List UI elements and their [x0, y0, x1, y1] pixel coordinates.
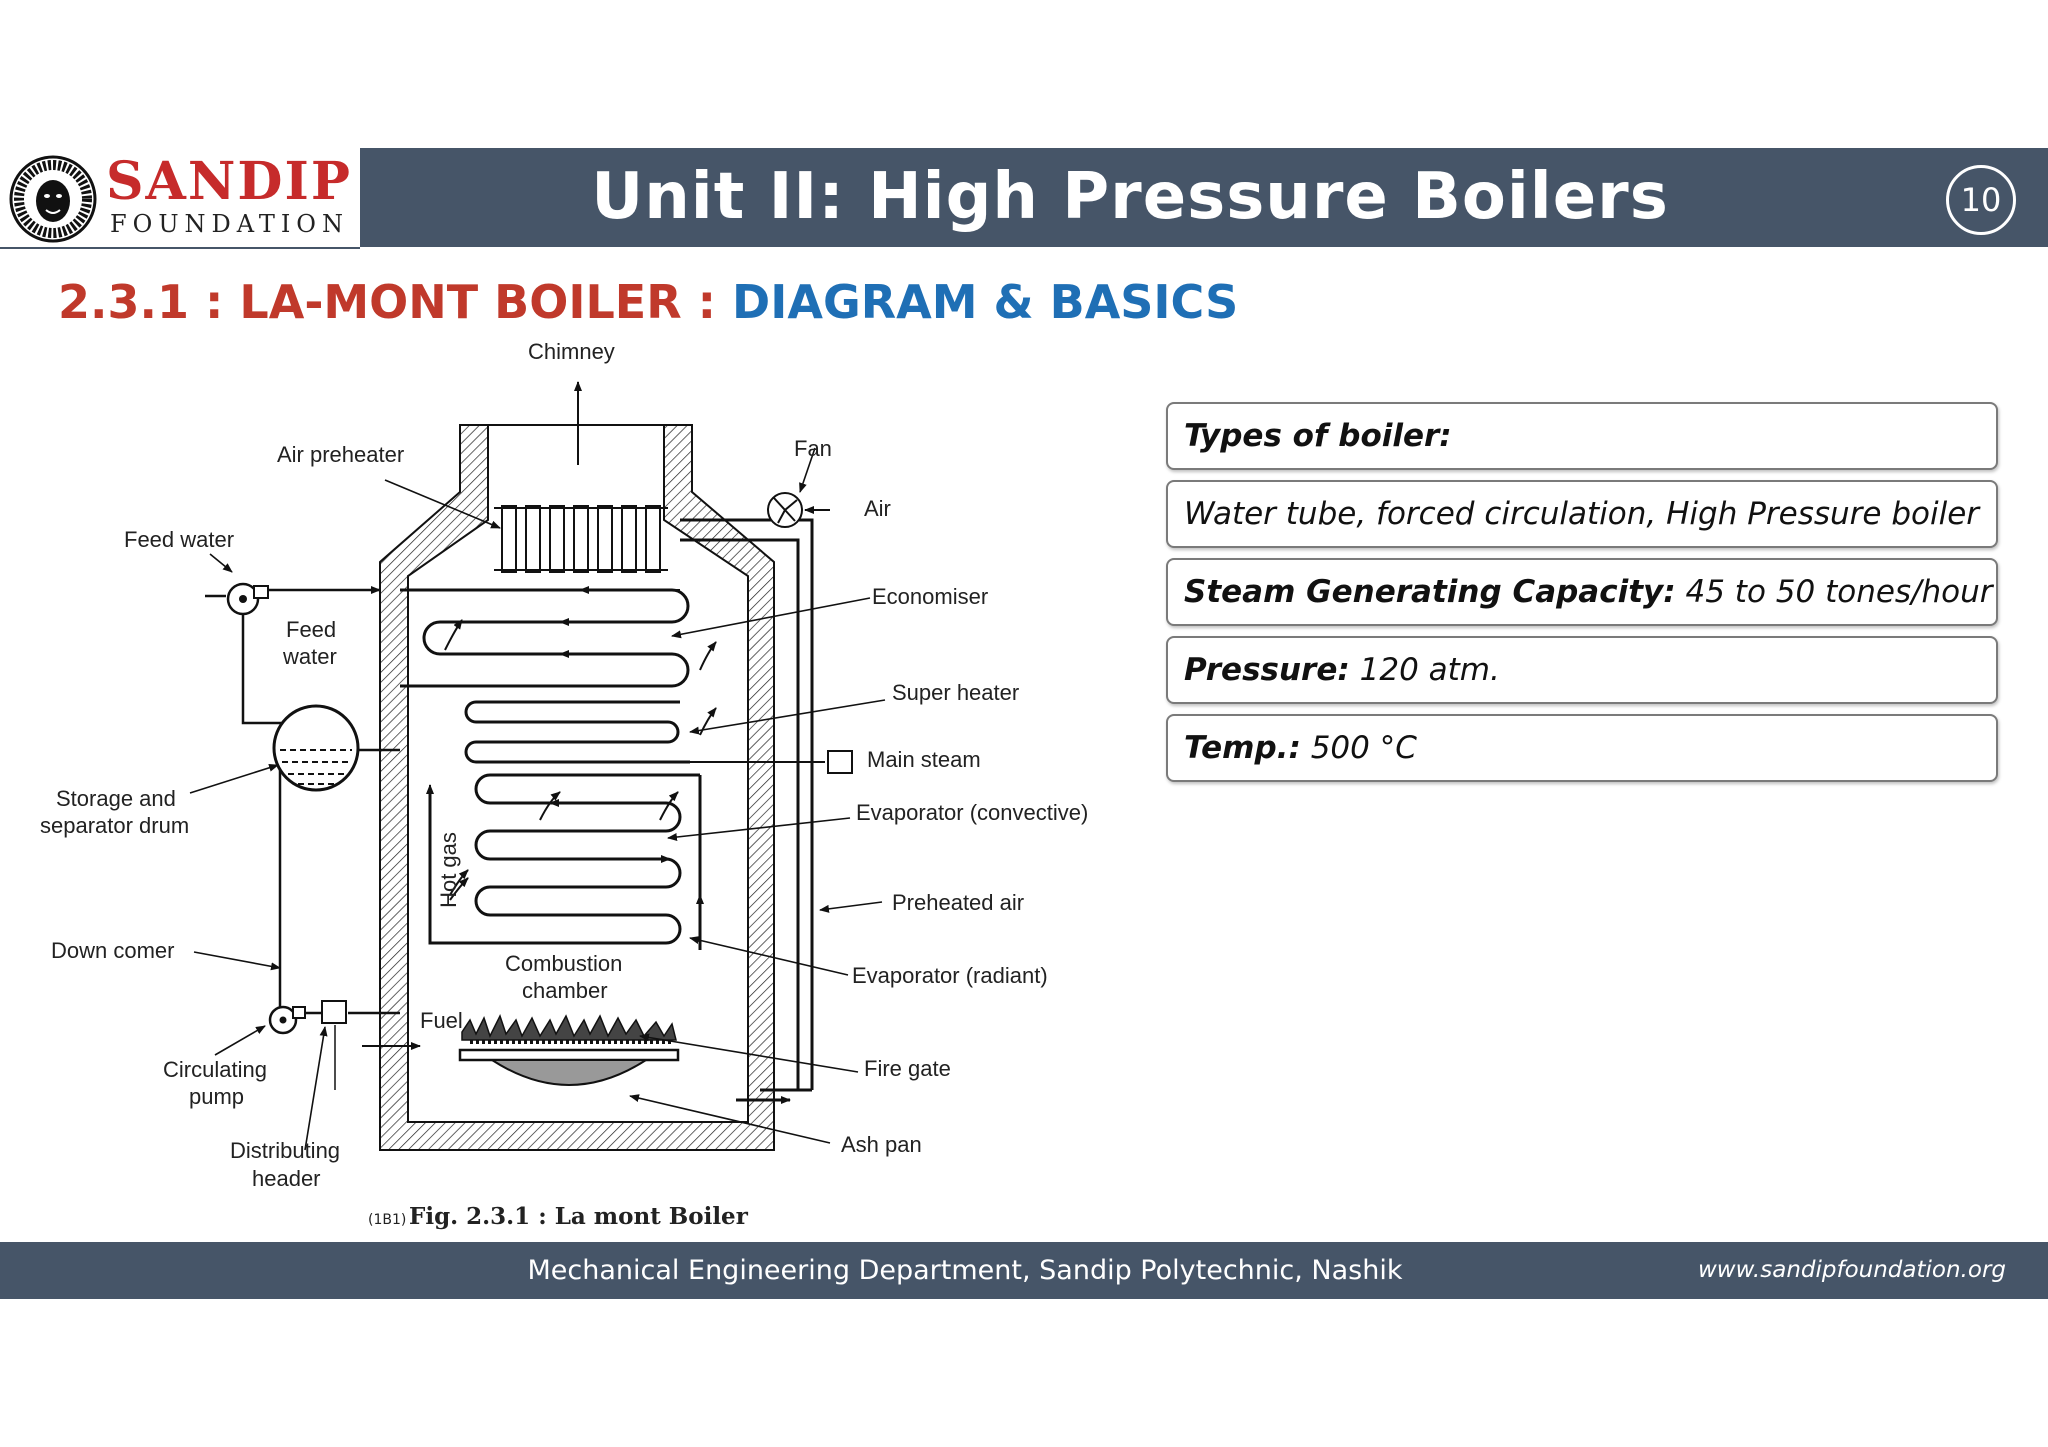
label-circulating-line1: Circulating [163, 1057, 267, 1082]
info-box-types-value: Water tube, forced circulation, High Pre… [1166, 480, 1998, 548]
info-key: Steam Generating Capacity: [1184, 574, 1676, 610]
info-value: 120 atm. [1349, 652, 1500, 688]
distributing-header-icon [321, 1000, 347, 1024]
footer-band [0, 1242, 2048, 1299]
label-fan: Fan [794, 436, 832, 461]
label-evaporator-convective: Evaporator (convective) [856, 800, 1088, 825]
page-number-badge: 10 [1946, 165, 2016, 235]
figure-caption-number: (1B1) [368, 1212, 406, 1228]
fan-icon [767, 492, 830, 528]
preheated-air-duct [680, 518, 814, 1104]
main-steam-valve-icon [827, 750, 853, 774]
label-hot-gas: Hot gas [436, 832, 461, 908]
label-chimney: Chimney [528, 339, 615, 364]
info-box-temperature: Temp.: 500 °C [1166, 714, 1998, 782]
feed-water-pump-icon [226, 582, 269, 616]
air-preheater-tubes [494, 505, 668, 573]
info-value: Water tube, forced circulation, High Pre… [1184, 496, 1980, 532]
info-value: 45 to 50 tones/hour [1675, 574, 1993, 610]
info-key: Pressure: [1184, 652, 1350, 688]
label-combustion-line1: Combustion [505, 951, 622, 976]
info-box-capacity: Steam Generating Capacity: 45 to 50 tone… [1166, 558, 1998, 626]
label-evaporator-radiant: Evaporator (radiant) [852, 963, 1048, 988]
label-air-preheater: Air preheater [277, 442, 404, 467]
lion-emblem-icon [9, 155, 97, 243]
label-leaders [189, 447, 886, 1151]
label-super-heater: Super heater [892, 680, 1019, 705]
label-feed-water-line2: water [282, 644, 337, 669]
fire-grate [458, 1048, 680, 1086]
label-storage-line1: Storage and [56, 786, 176, 811]
figure-caption: Fig. 2.3.1 : La mont Boiler [409, 1203, 749, 1230]
logo-name: SANDIP [106, 151, 352, 212]
info-key: Types of boiler: [1184, 418, 1452, 454]
super-heater-coil [464, 700, 825, 764]
label-feed-water-inlet: Feed water [124, 527, 234, 552]
info-key: Temp.: [1184, 730, 1301, 766]
info-box-pressure: Pressure: 120 atm. [1166, 636, 1998, 704]
hot-gas-arrows [444, 619, 717, 901]
section-heading: 2.3.1 : LA-MONT BOILER : DIAGRAM & BASIC… [58, 272, 1238, 332]
label-preheated-air: Preheated air [892, 890, 1024, 915]
fuel-bed [461, 1014, 677, 1044]
label-distributing-line1: Distributing [230, 1138, 340, 1163]
label-down-comer: Down comer [51, 938, 174, 963]
label-combustion-line2: chamber [522, 978, 608, 1003]
label-storage-line2: separator drum [40, 813, 189, 838]
section-number: 2.3.1 : [58, 275, 224, 329]
feed-water-line [205, 586, 400, 752]
logo-subtitle: FOUNDATION [110, 210, 349, 238]
page-title: Unit II: High Pressure Boilers [591, 160, 1669, 234]
label-air: Air [864, 496, 891, 521]
convective-evaporator-coil [426, 773, 704, 950]
boiler-casing [379, 424, 775, 1151]
label-main-steam: Main steam [867, 747, 981, 772]
info-box-types: Types of boiler: [1166, 402, 1998, 470]
footer-text: Mechanical Engineering Department, Sandi… [527, 1255, 1403, 1286]
logo: SANDIP FOUNDATION [0, 148, 360, 249]
section-name: LA-MONT BOILER : [239, 275, 717, 329]
section-subtitle: DIAGRAM & BASICS [732, 275, 1239, 329]
label-ash-pan: Ash pan [841, 1132, 922, 1157]
info-value: 500 °C [1300, 730, 1417, 766]
label-fuel: Fuel [420, 1008, 463, 1033]
footer-url: www.sandipfoundation.org [1697, 1257, 2006, 1283]
label-fire-gate: Fire gate [864, 1056, 951, 1081]
circulating-pump-icon [268, 1005, 306, 1035]
label-feed-water-line1: Feed [286, 617, 336, 642]
label-distributing-line2: header [252, 1166, 321, 1191]
label-circulating-line2: pump [189, 1084, 244, 1109]
la-mont-boiler-diagram: Chimney Air preheater Fan Air Feed water… [40, 339, 1088, 1230]
economiser-coil [400, 586, 690, 688]
label-economiser: Economiser [872, 584, 988, 609]
separator-drum-icon [272, 704, 360, 792]
